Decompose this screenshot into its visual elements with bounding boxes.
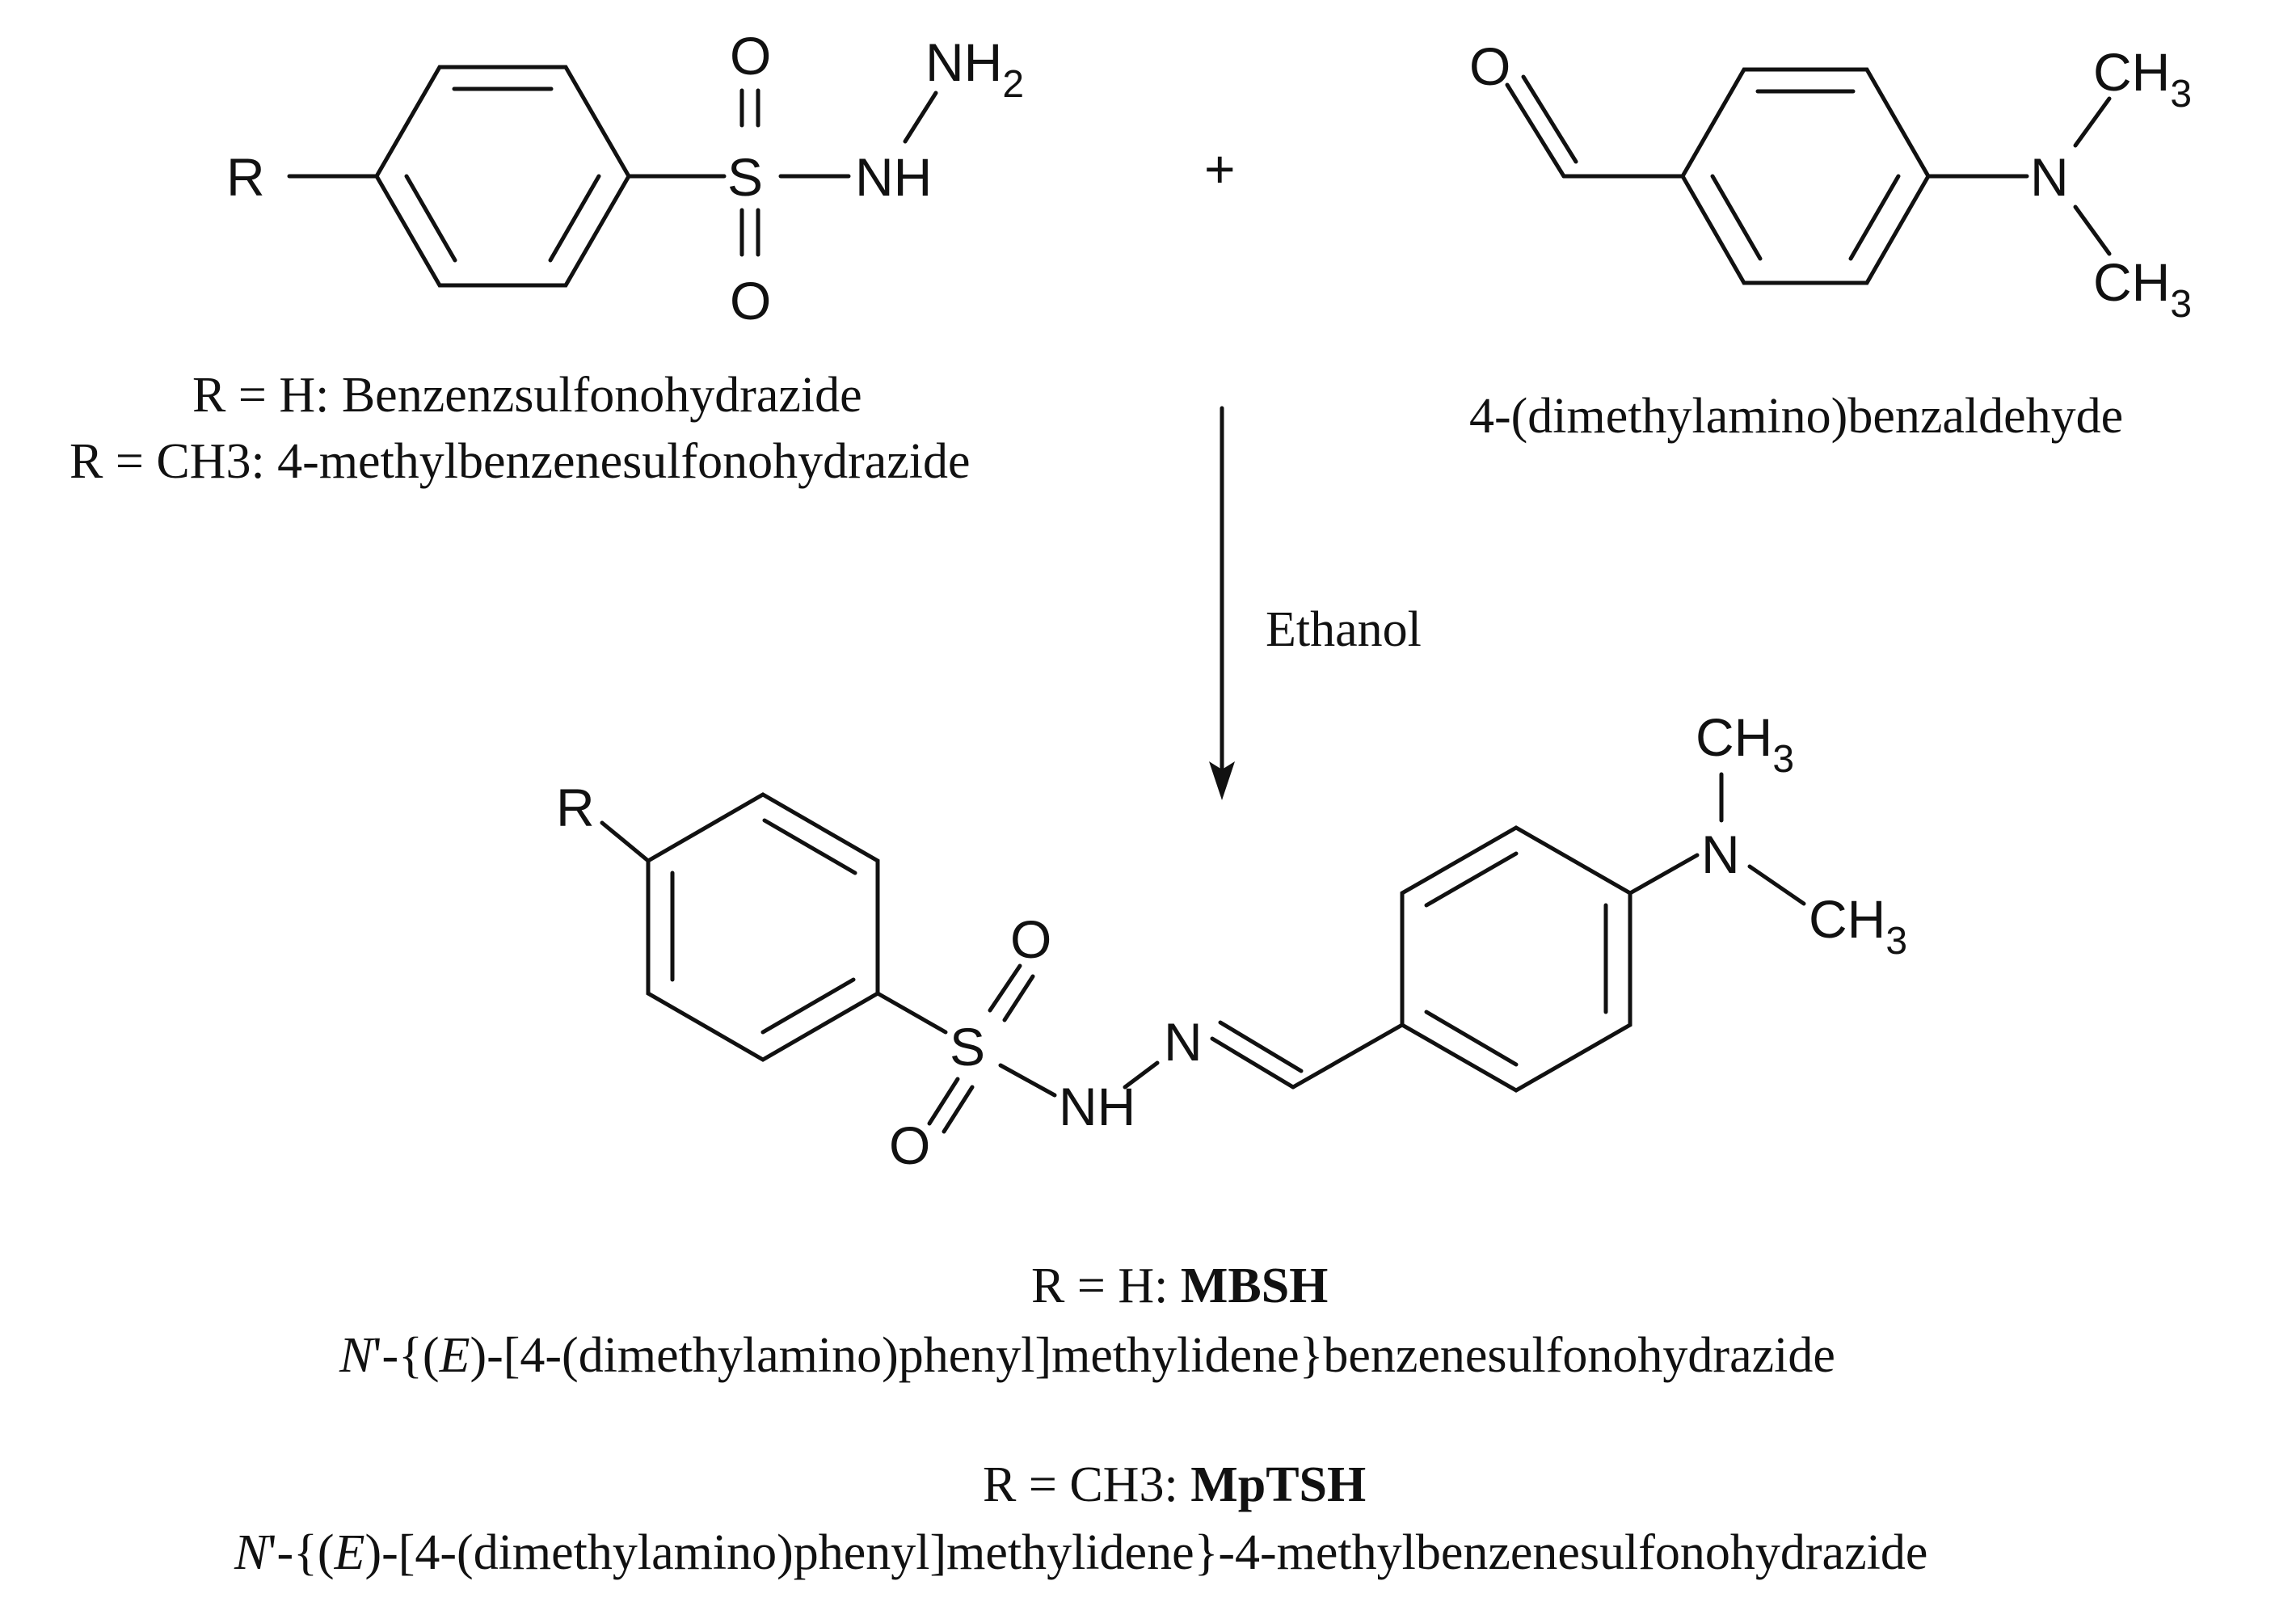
nitrogen-atom-amine: N (2030, 147, 2069, 207)
nh2-group: NH2 (925, 32, 1024, 106)
methyl-group-top: CH3 (2093, 42, 2192, 116)
caption-reactant1-line2: R = CH3: 4-methylbenzenesulfonohydrazide (70, 434, 971, 489)
sulfur-atom: S (727, 147, 763, 207)
mbsh-prefix: R = H: (1031, 1258, 1181, 1313)
nh-group-product: NH (1059, 1077, 1135, 1136)
plus-sign: + (1204, 139, 1236, 199)
mbsh-code: MBSH (1180, 1258, 1329, 1313)
methyl-group-top-product: CH3 (1696, 707, 1794, 781)
sulfur-atom-product: S (950, 1017, 985, 1077)
caption-condition: Ethanol (1266, 602, 1422, 657)
oxygen-atom-top: O (730, 26, 771, 86)
caption-mbsh-name: N'-{(E)-[4-(dimethylamino)phenyl]methyli… (339, 1330, 1835, 1381)
oxygen-atom-aldehyde: O (1469, 36, 1510, 96)
mptsh-name-e: E (334, 1525, 365, 1580)
caption-reactant2: 4-(dimethylamino)benzaldehyde (1469, 389, 2124, 444)
caption-mptsh-title: R = CH3: MpTSH (983, 1460, 1366, 1510)
caption-reactant1-line1: R = H: Benzenzsulfonohydrazide (192, 368, 862, 423)
reactant-sulfonohydrazide: R S O O NH NH2 (226, 26, 1024, 331)
caption-mptsh-name: N'-{(E)-[4-(dimethylamino)phenyl]methyli… (234, 1528, 1927, 1578)
mptsh-name-n: N (234, 1525, 268, 1580)
reactant-benzaldehyde: O N CH3 CH3 (1469, 36, 2192, 326)
nitrogen-atom-dimethyl: N (1701, 824, 1740, 884)
mptsh-name-b: )-[4-(dimethylamino)phenyl]methylidene}-… (364, 1525, 1928, 1580)
r-group-label-product: R (556, 778, 595, 837)
product-hydrazone: R S O O NH N N CH3 CH3 (556, 707, 1907, 1175)
caption-mbsh-title: R = H: MBSH (1031, 1261, 1328, 1311)
mptsh-name-a: '-{( (268, 1525, 335, 1580)
mbsh-name-a: '-{( (373, 1328, 440, 1383)
mbsh-name-e: E (439, 1328, 470, 1383)
methyl-group-bottom: CH3 (2093, 252, 2192, 326)
mbsh-name-b: )-[4-(dimethylamino)phenyl]methylidene}b… (470, 1328, 1835, 1383)
mptsh-code: MpTSH (1190, 1457, 1367, 1512)
nitrogen-atom-imine: N (1164, 1012, 1203, 1072)
mbsh-name-n: N (339, 1328, 373, 1383)
oxygen-atom-bottom: O (730, 271, 771, 331)
reaction-arrow (1209, 406, 1235, 800)
r-group-label: R (226, 147, 265, 207)
mptsh-prefix: R = CH3: (983, 1457, 1191, 1512)
oxygen-atom-bottom-product: O (889, 1115, 930, 1175)
nh-group: NH (855, 147, 932, 207)
methyl-group-right-product: CH3 (1809, 889, 1907, 963)
oxygen-atom-top-product: O (1010, 909, 1051, 969)
